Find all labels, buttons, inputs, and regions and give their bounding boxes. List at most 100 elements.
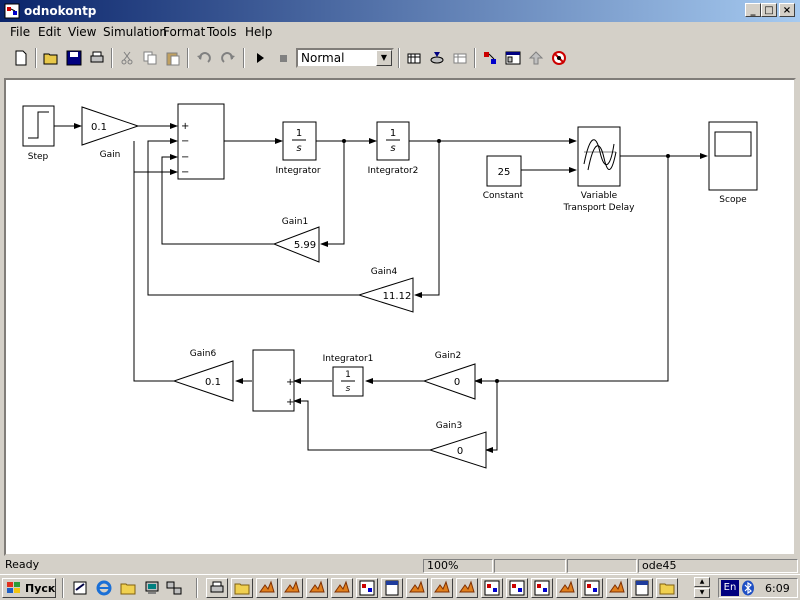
task-button[interactable] xyxy=(406,578,428,598)
bluetooth-icon[interactable] xyxy=(741,580,755,596)
menu-bar: File Edit View Simulation Format Tools H… xyxy=(0,22,800,42)
task-button[interactable] xyxy=(331,578,353,598)
printer-icon xyxy=(90,51,104,63)
start-button[interactable]: Пуск xyxy=(2,578,56,598)
task-button[interactable] xyxy=(356,578,378,598)
new-file-icon xyxy=(15,50,27,66)
language-indicator[interactable]: En xyxy=(721,580,739,596)
redo-button[interactable] xyxy=(217,47,239,69)
task-button[interactable] xyxy=(231,578,253,598)
go-to-parent-button[interactable] xyxy=(525,47,547,69)
maximize-button[interactable]: □ xyxy=(761,3,777,17)
task-button[interactable] xyxy=(456,578,478,598)
paste-button[interactable] xyxy=(162,47,184,69)
gain3-block[interactable]: 0 Gain3 xyxy=(428,421,487,469)
undo-button[interactable] xyxy=(193,47,215,69)
model-browser-icon xyxy=(505,51,521,65)
sum2-sign-1: + xyxy=(286,377,294,388)
gain4-block[interactable]: 11.12 Gain4 xyxy=(357,267,414,313)
gain2-block[interactable]: 0 Gain2 xyxy=(422,351,476,400)
task-button[interactable] xyxy=(506,578,528,598)
task-button[interactable] xyxy=(481,578,503,598)
integrator-block[interactable]: 1 s Integrator xyxy=(275,121,321,176)
debugger-button[interactable] xyxy=(548,47,570,69)
integrator-num: 1 xyxy=(296,128,302,139)
task-button[interactable] xyxy=(306,578,328,598)
sum-block[interactable]: + − − − xyxy=(177,103,225,180)
open-button[interactable] xyxy=(40,47,62,69)
rebuild-button[interactable] xyxy=(449,47,471,69)
task-button[interactable] xyxy=(656,578,678,598)
update-diagram-button[interactable] xyxy=(426,47,448,69)
gain4-value: 11.12 xyxy=(383,291,412,302)
task-button[interactable] xyxy=(206,578,228,598)
integrator1-block[interactable]: 1 s Integrator1 xyxy=(323,354,374,397)
close-button[interactable]: × xyxy=(779,3,795,17)
library-browser-button[interactable] xyxy=(479,47,501,69)
integrator1-den: s xyxy=(346,384,351,394)
integrator2-num: 1 xyxy=(390,128,396,139)
gain1-block[interactable]: 5.99 Gain1 xyxy=(272,217,320,263)
task-button[interactable] xyxy=(281,578,303,598)
menu-format[interactable]: Format xyxy=(163,25,206,39)
toolbar-separator xyxy=(474,48,476,68)
rebuild-icon xyxy=(453,53,467,64)
menu-file[interactable]: File xyxy=(10,25,31,39)
menu-view[interactable]: View xyxy=(68,25,97,39)
task-button[interactable] xyxy=(531,578,553,598)
chevron-down-icon[interactable]: ▼ xyxy=(376,50,392,66)
start-simulation-button[interactable] xyxy=(249,47,271,69)
minimize-button[interactable]: _ xyxy=(745,3,761,17)
menu-edit[interactable]: Edit xyxy=(38,25,62,39)
simulation-mode-select[interactable]: Normal ▼ xyxy=(296,48,394,68)
menu-tools[interactable]: Tools xyxy=(207,25,237,39)
integrator2-block[interactable]: 1 s Integrator2 xyxy=(368,121,419,176)
taskbar-scroll-up[interactable]: ▲ xyxy=(694,577,710,587)
menu-simulation[interactable]: Simulation xyxy=(103,25,167,39)
constant-block[interactable]: 25 Constant xyxy=(483,155,524,201)
line-branch-gain3 xyxy=(485,381,498,453)
my-computer-icon[interactable] xyxy=(144,580,160,596)
folder-icon[interactable] xyxy=(120,580,136,596)
play-icon xyxy=(257,53,264,63)
print-button[interactable] xyxy=(86,47,108,69)
variable-transport-delay-block[interactable]: Variable Transport Delay xyxy=(563,126,636,213)
scope-block[interactable]: Scope xyxy=(708,121,758,205)
gain1-value: 5.99 xyxy=(294,240,316,251)
block-diagram: Step 0.1 Gain + − − − 1 s Integrator 1 xyxy=(22,103,758,469)
gain4-label: Gain4 xyxy=(371,267,398,277)
title-bar: odnokontp _ □ × xyxy=(0,0,800,22)
menu-help[interactable]: Help xyxy=(245,25,273,39)
simulink-app-icon xyxy=(4,3,20,19)
new-button[interactable] xyxy=(10,47,32,69)
task-button[interactable] xyxy=(581,578,603,598)
gain-block[interactable]: 0.1 Gain xyxy=(81,106,140,160)
save-button[interactable] xyxy=(63,47,85,69)
internet-explorer-icon[interactable] xyxy=(96,580,112,596)
constant-label: Constant xyxy=(483,191,524,201)
gain2-label: Gain2 xyxy=(435,351,461,361)
vtd-label-line2: Transport Delay xyxy=(563,203,636,213)
model-canvas[interactable]: Step 0.1 Gain + − − − 1 s Integrator 1 xyxy=(4,78,796,556)
task-button[interactable] xyxy=(606,578,628,598)
stop-simulation-button[interactable] xyxy=(272,47,294,69)
matlab-icon xyxy=(459,580,475,593)
task-button[interactable] xyxy=(631,578,653,598)
cut-button[interactable] xyxy=(116,47,138,69)
notepad-icon[interactable] xyxy=(72,580,88,596)
model-browser-button[interactable] xyxy=(502,47,524,69)
task-button[interactable] xyxy=(431,578,453,598)
task-button[interactable] xyxy=(381,578,403,598)
taskbar-scroll-down[interactable]: ▼ xyxy=(694,588,710,598)
integrator-den: s xyxy=(296,143,301,154)
gain3-label: Gain3 xyxy=(436,421,462,431)
gain6-block[interactable]: 0.1 Gain6 xyxy=(172,349,234,402)
build-button[interactable] xyxy=(403,47,425,69)
network-icon[interactable] xyxy=(166,580,182,596)
sum2-block[interactable]: + + xyxy=(252,349,295,412)
copy-button[interactable] xyxy=(139,47,161,69)
branch-dot xyxy=(342,139,346,143)
step-block[interactable]: Step xyxy=(22,105,55,162)
task-button[interactable] xyxy=(256,578,278,598)
task-button[interactable] xyxy=(556,578,578,598)
